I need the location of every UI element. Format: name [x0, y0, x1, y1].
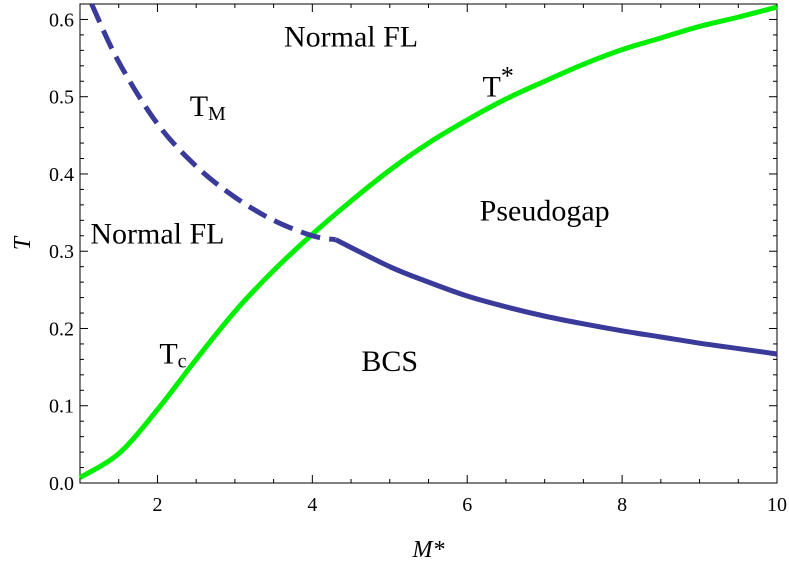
y-tick-label: 0.1 — [49, 396, 74, 418]
x-tick-label: 10 — [767, 494, 787, 516]
series-line-t- — [78, 4, 778, 480]
x-tick-label: 8 — [617, 494, 627, 516]
x-tick-label: 4 — [307, 494, 317, 516]
series-layer — [78, 2, 778, 480]
y-tick-label: 0.3 — [49, 241, 74, 263]
curve-label-t-star: T* — [483, 62, 514, 104]
y-tick-label: 0.2 — [49, 318, 74, 340]
curve-label-t-m: TM — [190, 90, 226, 125]
x-tick-label: 2 — [152, 494, 162, 516]
region-label-normal-fl-top: Normal FL — [284, 20, 418, 53]
y-axis-label: T — [10, 235, 36, 250]
region-label-normal-fl-left: Normal FL — [90, 218, 224, 251]
x-tick-label: 6 — [462, 494, 472, 516]
curve-label-t-c: Tc — [159, 337, 186, 372]
series-line-t-m — [334, 237, 778, 357]
region-label-bcs: BCS — [361, 345, 418, 378]
tick-labels: 2 4 6 8 10 0.0 0.1 0.2 0.3 0.4 0.5 0.6 — [49, 9, 787, 516]
x-axis-label: M* — [412, 537, 445, 563]
region-label-pseudogap: Pseudogap — [480, 194, 610, 227]
y-tick-label: 0.4 — [49, 164, 74, 186]
y-tick-label: 0.5 — [49, 87, 74, 109]
y-tick-label: 0.6 — [49, 9, 74, 31]
y-tick-label: 0.0 — [49, 473, 74, 495]
series-line-t-m-dashed — [89, 2, 336, 243]
